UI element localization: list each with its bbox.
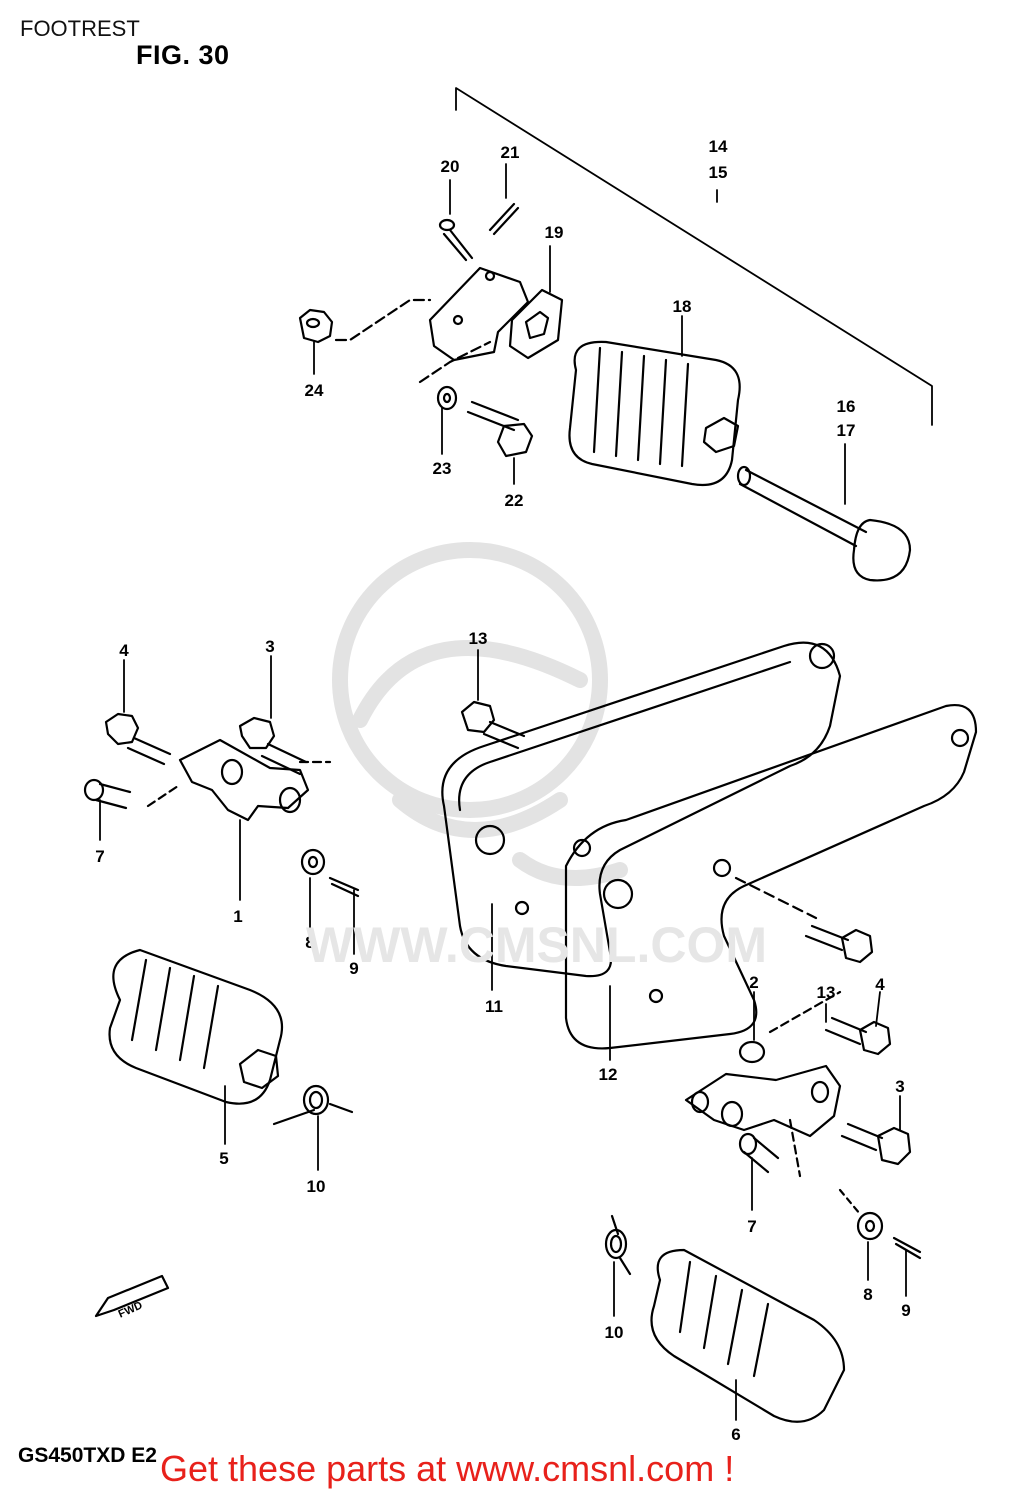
callout-3-right: 3 bbox=[895, 1077, 904, 1096]
callout-16: 16 bbox=[837, 397, 856, 416]
bolt-13-top bbox=[460, 700, 526, 750]
callout-13-top: 13 bbox=[469, 629, 488, 648]
washer-23 bbox=[418, 340, 492, 411]
cta-link[interactable]: Get these parts at www.cmsnl.com ! bbox=[160, 1448, 735, 1489]
figure-title: FIG. 30 bbox=[136, 40, 230, 70]
assembly-bracket-14-15 bbox=[455, 87, 933, 426]
callout-22: 22 bbox=[505, 491, 524, 510]
callout-8-right: 8 bbox=[863, 1285, 872, 1304]
bolt-22 bbox=[466, 400, 534, 458]
footrest-bracket-1 bbox=[146, 738, 332, 822]
bolt-3-left bbox=[238, 716, 308, 776]
gasket-19 bbox=[508, 288, 564, 360]
callout-12: 12 bbox=[599, 1065, 618, 1084]
leader-lines bbox=[99, 163, 907, 1421]
model-code: GS450TXD E2 bbox=[18, 1444, 157, 1467]
bolt-4-left bbox=[104, 712, 172, 766]
callout-17: 17 bbox=[837, 421, 856, 440]
footrest-plate-11 bbox=[441, 641, 842, 978]
pivot-pin-16-17 bbox=[736, 465, 912, 582]
callout-9-left: 9 bbox=[349, 959, 358, 978]
callout-19: 19 bbox=[545, 223, 564, 242]
watermark-text: WWW.CMSNL.COM bbox=[306, 917, 768, 973]
spring-10-right bbox=[604, 1214, 632, 1276]
callout-7-right: 7 bbox=[747, 1217, 756, 1236]
footrest-plate-12 bbox=[564, 703, 978, 1050]
callout-7-left: 7 bbox=[95, 847, 104, 866]
callout-6: 6 bbox=[731, 1425, 740, 1444]
washer-8-left bbox=[300, 848, 326, 876]
callout-21: 21 bbox=[501, 143, 520, 162]
callout-20: 20 bbox=[441, 157, 460, 176]
callout-10-left: 10 bbox=[307, 1177, 326, 1196]
callout-4-left: 4 bbox=[119, 641, 129, 660]
rear-footrest-bracket bbox=[428, 266, 530, 362]
cotter-pin-9-right bbox=[892, 1236, 922, 1260]
callout-9-right: 9 bbox=[901, 1301, 910, 1320]
callout-11: 11 bbox=[485, 997, 503, 1016]
callout-2: 2 bbox=[749, 973, 758, 992]
callout-4-right: 4 bbox=[875, 975, 885, 994]
callout-10-right: 10 bbox=[605, 1323, 624, 1342]
footrest-rubber-5 bbox=[108, 948, 284, 1105]
spring-10-left bbox=[272, 1084, 354, 1126]
fwd-arrow-icon bbox=[94, 1274, 170, 1318]
bolt-4-right bbox=[824, 1016, 892, 1056]
callout-24: 24 bbox=[305, 381, 324, 400]
footrest-bracket-2 bbox=[684, 990, 842, 1178]
callout-23: 23 bbox=[433, 459, 452, 478]
bolt-3-right bbox=[840, 1122, 912, 1166]
callout-8-left: 8 bbox=[305, 933, 314, 952]
footrest-rubber-18 bbox=[568, 340, 741, 487]
callout-14: 14 bbox=[709, 137, 728, 156]
washer-8-right bbox=[838, 1188, 884, 1241]
callout-5: 5 bbox=[219, 1149, 228, 1168]
callout-1: 1 bbox=[233, 907, 242, 926]
pin-7-left bbox=[83, 778, 132, 810]
callout-13-right: 13 bbox=[817, 983, 836, 1002]
callout-numbers: 1 2 3 3 4 4 5 6 7 7 8 8 9 9 10 10 11 12 … bbox=[95, 137, 910, 1444]
bolt-13-right bbox=[804, 924, 874, 964]
pin-7-right bbox=[738, 1132, 780, 1174]
callout-15: 15 bbox=[709, 163, 728, 182]
callout-3-left: 3 bbox=[265, 637, 274, 656]
cotter-pin-21 bbox=[488, 202, 520, 236]
footrest-rubber-6 bbox=[650, 1248, 846, 1423]
callout-18: 18 bbox=[673, 297, 692, 316]
bolt-20 bbox=[438, 218, 474, 262]
nut-24 bbox=[298, 298, 432, 344]
page-title: FOOTREST bbox=[20, 16, 140, 41]
